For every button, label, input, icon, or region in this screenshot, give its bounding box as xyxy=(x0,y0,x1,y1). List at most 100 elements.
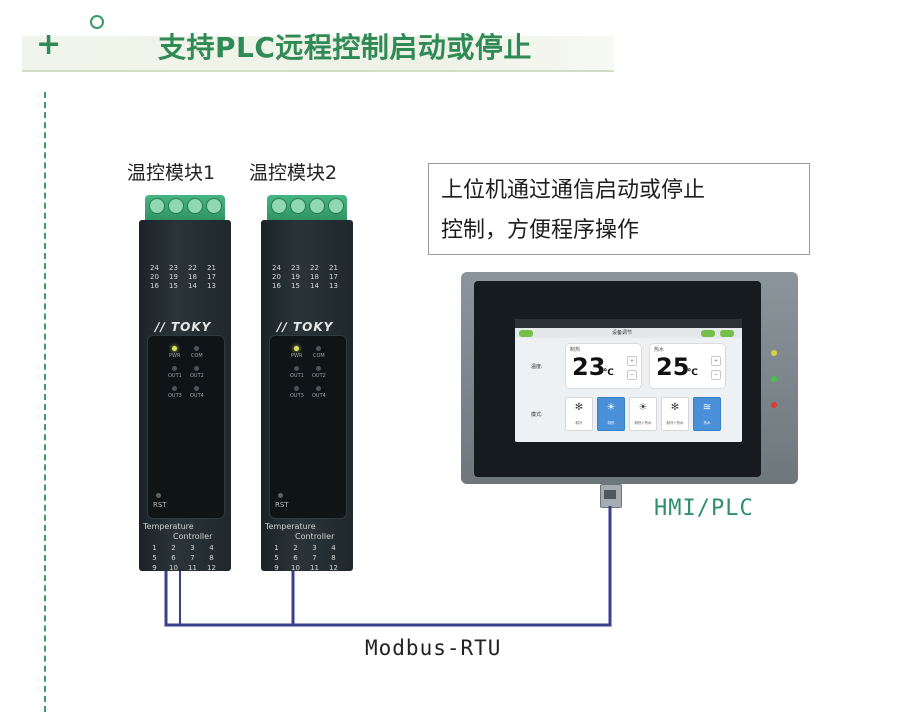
mode-cooling-button[interactable]: ✻ 制冷 xyxy=(565,397,593,431)
terminal-screw xyxy=(309,198,325,214)
reset-button[interactable] xyxy=(278,493,283,498)
mode-label: 制冷+热水 xyxy=(666,421,684,425)
header-underline xyxy=(22,70,614,72)
led-label: OUT2 xyxy=(312,373,326,379)
increase-button[interactable]: + xyxy=(627,356,637,366)
reset-label: RST xyxy=(153,501,167,509)
temp-unit: ℃ xyxy=(687,368,698,378)
led-out1 xyxy=(294,366,299,371)
screen-status-bar xyxy=(515,319,742,328)
led-com xyxy=(316,346,321,351)
led-label: COM xyxy=(191,353,203,359)
led-label: OUT3 xyxy=(290,393,304,399)
terminal-block-top xyxy=(145,195,225,223)
led-label: OUT3 xyxy=(168,393,182,399)
temp-card-2: 热水 25 ℃ + − xyxy=(649,343,726,389)
mode-row-label: 模式: xyxy=(531,412,543,418)
terminal-block-top xyxy=(267,195,347,223)
reset-button[interactable] xyxy=(156,493,161,498)
hmi-plc-label: HMI/PLC xyxy=(654,496,754,521)
bus-wire-module-1 xyxy=(164,506,612,627)
decrease-button[interactable]: − xyxy=(627,370,637,380)
temp-value: 23 xyxy=(572,353,606,381)
brand-logo: ∕∕ TOKY xyxy=(277,320,334,334)
modbus-label: Modbus-RTU xyxy=(365,636,502,660)
toolbar-button-1[interactable] xyxy=(701,330,715,337)
led-label: OUT1 xyxy=(290,373,304,379)
temp-value: 25 xyxy=(656,353,690,381)
back-button[interactable] xyxy=(519,330,533,337)
sun-icon: ☀ xyxy=(638,402,648,413)
note-line-2: 控制，方便程序操作 xyxy=(441,218,640,243)
temp-row-label: 温度: xyxy=(531,364,543,370)
led-panel: PWR COM OUT1 OUT2 OUT3 OUT4 xyxy=(269,335,347,519)
ring-icon xyxy=(90,15,104,29)
temp-unit: ℃ xyxy=(603,368,614,378)
mode-heating-button[interactable]: ☀ 制热 xyxy=(597,397,625,431)
led-label: COM xyxy=(313,353,325,359)
snowflake-icon: ✻ xyxy=(670,402,680,413)
status-led-yellow xyxy=(771,350,777,356)
led-out3 xyxy=(294,386,299,391)
mode-cooling-water-button[interactable]: ✻ 制冷+热水 xyxy=(661,397,689,431)
mode-label: 制热+热水 xyxy=(634,421,652,425)
led-out2 xyxy=(194,366,199,371)
led-label: OUT2 xyxy=(190,373,204,379)
terminal-screw xyxy=(149,198,165,214)
mode-heating-water-button[interactable]: ☀ 制热+热水 xyxy=(629,397,657,431)
mode-label: 制冷 xyxy=(575,421,583,425)
led-out3 xyxy=(172,386,177,391)
terminal-screw xyxy=(271,198,287,214)
reset-label: RST xyxy=(275,501,289,509)
mode-hot-water-button[interactable]: ≋ 热水 xyxy=(693,397,721,431)
dashed-guide-line xyxy=(44,92,46,712)
led-pwr xyxy=(172,346,177,351)
led-out1 xyxy=(172,366,177,371)
module-1-label: 温控模块1 xyxy=(127,162,216,184)
led-out4 xyxy=(316,386,321,391)
rs485-connector-port xyxy=(604,490,616,499)
plus-icon: + xyxy=(36,27,62,62)
header-band xyxy=(22,36,614,70)
led-panel: PWR COM OUT1 OUT2 OUT3 OUT4 xyxy=(147,335,225,519)
led-pwr xyxy=(294,346,299,351)
status-led-green xyxy=(771,376,777,382)
toolbar-button-2[interactable] xyxy=(720,330,734,337)
led-label: OUT4 xyxy=(312,393,326,399)
screen-title: 设备调节 xyxy=(612,330,633,336)
status-led-red xyxy=(771,402,777,408)
water-icon: ≋ xyxy=(702,402,712,413)
sun-icon: ☀ xyxy=(606,402,616,413)
temp-card-1: 制热 23 ℃ + − xyxy=(565,343,642,389)
led-label: OUT1 xyxy=(168,373,182,379)
hmi-screen[interactable]: 设备调节 温度: 制热 23 ℃ + − 热水 25 ℃ + − 模式: ✻ 制… xyxy=(515,319,742,442)
mode-label: 制热 xyxy=(607,421,615,425)
note-line-1: 上位机通过通信启动或停止 xyxy=(441,178,706,203)
module-2-label: 温控模块2 xyxy=(249,162,338,184)
brand-logo: ∕∕ TOKY xyxy=(155,320,212,334)
terminal-screw xyxy=(206,198,222,214)
model-caption: Temperature Controller xyxy=(265,522,335,541)
terminal-screw xyxy=(187,198,203,214)
led-label: PWR xyxy=(169,353,181,359)
temp-card-name: 制热 xyxy=(570,347,581,353)
screen-toolbar xyxy=(515,328,742,338)
led-out4 xyxy=(194,386,199,391)
decrease-button[interactable]: − xyxy=(711,370,721,380)
model-caption: Temperature Controller xyxy=(143,522,213,541)
note-box: 上位机通过通信启动或停止 控制，方便程序操作 xyxy=(428,163,810,255)
page-title: 支持PLC远程控制启动或停止 xyxy=(158,31,532,64)
led-out2 xyxy=(316,366,321,371)
increase-button[interactable]: + xyxy=(711,356,721,366)
terminal-screw xyxy=(168,198,184,214)
terminal-screw xyxy=(290,198,306,214)
